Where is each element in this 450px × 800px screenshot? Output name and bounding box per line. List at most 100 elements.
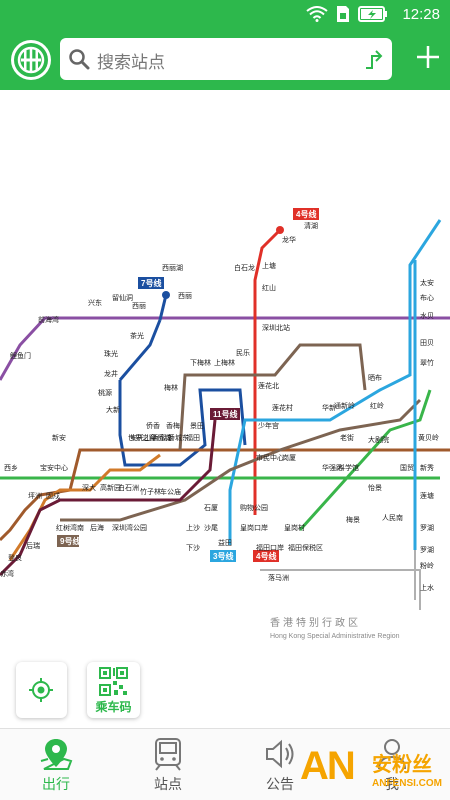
station-liantang[interactable]: 莲塘	[420, 491, 434, 500]
line-7b[interactable]	[118, 380, 247, 467]
station-shixiaoning[interactable]: 市民中心	[256, 453, 284, 462]
station-liuxiandong[interactable]: 留仙洞	[112, 293, 133, 302]
station-shangsha[interactable]: 上沙	[186, 523, 200, 532]
line-badge-9[interactable]: 9号线	[57, 535, 80, 547]
station-qinghu[interactable]: 清湖	[304, 221, 318, 230]
line-badge-7[interactable]: 7号线	[138, 277, 164, 289]
station-cuizhu[interactable]: 翠竹	[420, 358, 434, 367]
station-houhai[interactable]: 后海	[90, 523, 104, 532]
metro-logo[interactable]	[11, 40, 51, 80]
station-shaoniangong[interactable]: 少年宫	[258, 421, 279, 430]
line-9b[interactable]	[178, 343, 367, 451]
tab-notices[interactable]: 公告	[224, 729, 336, 800]
station-xinxiu[interactable]: 新秀	[420, 463, 434, 472]
station-shangmeilin[interactable]: 上梅林	[214, 358, 235, 367]
station-minle[interactable]: 民乐	[236, 348, 250, 357]
line-4[interactable]	[253, 228, 282, 515]
line-green-right[interactable]	[298, 389, 432, 532]
station-shawei[interactable]: 沙尾	[204, 524, 218, 532]
station-huaqiaocheng[interactable]: 华侨城	[150, 433, 171, 442]
station-xinan[interactable]: 新安	[52, 433, 66, 442]
ride-code-button[interactable]: 乘车码	[87, 662, 140, 718]
line-badge-3[interactable]: 3号线	[210, 550, 236, 562]
station-kexue[interactable]: 科学馆	[338, 463, 359, 472]
station-xixiang[interactable]: 西乡	[4, 464, 18, 472]
station-chaguang[interactable]: 茶光	[130, 331, 144, 340]
station-baoan[interactable]: 宝安中心	[40, 463, 68, 472]
station-dengliang[interactable]: 登良	[8, 553, 22, 562]
station-qiaocheng[interactable]: 侨城东	[168, 433, 189, 442]
station-qianhaiwan[interactable]: 前海湾	[38, 315, 59, 324]
station-shenda[interactable]: 深大	[82, 483, 96, 492]
station-shenzhenbei[interactable]: 深圳北站	[262, 323, 290, 332]
search-box[interactable]: 搜索站点	[60, 38, 392, 80]
station-shixia[interactable]: 石厦	[204, 504, 218, 512]
station-guomao[interactable]: 国贸	[400, 463, 414, 472]
station-zhuguang[interactable]: 珠光	[104, 349, 118, 358]
station-buxin[interactable]: 布心	[420, 293, 434, 302]
station-renmin[interactable]: 人民南	[382, 513, 403, 522]
station-xili2[interactable]: 西丽	[132, 302, 146, 310]
station-huanggangcun[interactable]: 皇岗村	[284, 523, 305, 532]
line-3[interactable]	[228, 219, 442, 545]
station-yitian[interactable]: 益田	[218, 538, 232, 547]
line-11[interactable]	[0, 448, 450, 542]
station-taian[interactable]: 太安	[420, 278, 434, 287]
station-houruiy[interactable]: 后瑞	[26, 541, 40, 550]
station-futiankouan[interactable]: 福田口岸	[256, 543, 284, 552]
station-longjing[interactable]: 龙井	[104, 369, 118, 378]
station-laojie[interactable]: 老街	[340, 433, 354, 442]
station-shangshui[interactable]: 上水	[420, 583, 434, 592]
tab-travel[interactable]: 出行	[0, 729, 112, 800]
station-gouwugongyuan[interactable]: 购物公园	[240, 503, 268, 512]
station-xiameilin[interactable]: 下梅林	[190, 358, 211, 367]
station-gangxia[interactable]: 岗厦	[282, 454, 296, 462]
station-futian[interactable]: 福田	[186, 433, 200, 442]
station-shijiezhichuang[interactable]: 世界之窗	[128, 433, 156, 442]
station-shaibu[interactable]: 晒布	[368, 373, 382, 382]
station-xiangmihu[interactable]: 香蜜湖	[152, 433, 173, 442]
station-shangtang[interactable]: 上塘	[262, 261, 276, 270]
station-liyumen[interactable]: 鲤鱼门	[10, 351, 31, 360]
line-9[interactable]	[60, 398, 422, 522]
station-shenzhenwan[interactable]: 深圳湾公园	[112, 523, 147, 532]
station-tianbei[interactable]: 田贝	[420, 339, 434, 347]
station-zhuzilin[interactable]: 竹子林	[140, 487, 161, 496]
station-qiaoxiang[interactable]: 侨香	[146, 421, 160, 430]
station-shuibei[interactable]: 水贝	[420, 311, 434, 320]
station-huaqiang[interactable]: 华强路	[322, 463, 343, 472]
search-placeholder[interactable]: 搜索站点	[97, 53, 165, 73]
station-futianbaoshui[interactable]: 福田保税区	[288, 543, 323, 552]
station-xiasha[interactable]: 下沙	[186, 544, 200, 552]
station-xili[interactable]: 西丽	[178, 292, 192, 300]
line-hk[interactable]	[260, 569, 421, 610]
locate-button[interactable]	[16, 662, 67, 718]
station-dajuyuan[interactable]: 大剧院	[368, 435, 389, 444]
station-pingzhou[interactable]: 坪洲	[28, 492, 42, 500]
line-badge-11[interactable]: 11号线	[210, 408, 240, 420]
route-plan-icon[interactable]	[364, 48, 384, 70]
station-tongxinling[interactable]: 通新岭	[334, 401, 355, 410]
station-huangbeiling[interactable]: 黄贝岭	[418, 433, 439, 442]
station-chiwan[interactable]: 赤湾	[0, 569, 14, 578]
station-xingdong[interactable]: 兴东	[88, 298, 102, 307]
station-jingtian[interactable]: 景田	[190, 422, 204, 430]
station-honghu[interactable]: 红山	[262, 283, 276, 292]
station-luohu[interactable]: 罗湖	[420, 523, 434, 532]
station-meilin[interactable]: 梅林	[164, 383, 178, 392]
station-luohuzhan[interactable]: 罗湖	[420, 545, 434, 554]
station-taoyuan[interactable]: 桃源	[98, 388, 112, 397]
line-badge-4-south[interactable]: 4号线	[253, 550, 279, 562]
tab-stations[interactable]: 站点	[112, 729, 224, 800]
station-meijing[interactable]: 梅景	[346, 515, 360, 524]
add-icon[interactable]	[416, 45, 440, 69]
station-fenling[interactable]: 粉岭	[420, 561, 434, 570]
station-xiangmi[interactable]: 香梅	[166, 421, 180, 430]
station-huaxin[interactable]: 华新	[322, 403, 336, 412]
metro-map[interactable]: 4号线 7号线 11号线 3号线 9号线 4号线 清湖 龙华 上塘 红山 白石龙…	[0, 90, 450, 730]
station-xilihu[interactable]: 西丽湖	[162, 263, 183, 272]
line-badge-4[interactable]: 4号线	[293, 208, 319, 220]
station-baishilong[interactable]: 白石龙	[234, 263, 255, 272]
line-7[interactable]	[118, 319, 162, 381]
station-antuoshan[interactable]: 安托山	[130, 433, 151, 442]
